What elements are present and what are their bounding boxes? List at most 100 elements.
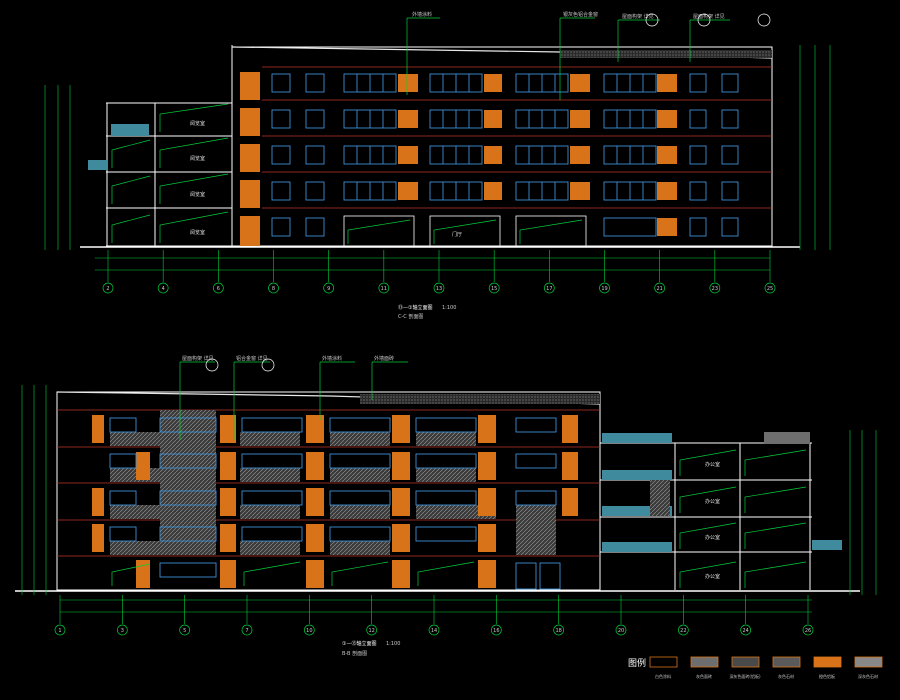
legend-label: 橙色铝板 [819, 673, 835, 679]
drawing-scale: 1:100 [442, 305, 456, 311]
axis-circle-icon [599, 282, 610, 294]
axis-circle-icon [490, 624, 502, 636]
top-floor-lines [262, 66, 772, 209]
legend-swatch [854, 656, 883, 668]
callout-text: 外墙涂料 [322, 355, 342, 362]
axis-circle-icon [654, 282, 666, 294]
legend-swatch [813, 656, 842, 668]
axis-label: 6 [217, 286, 220, 292]
room-label: 阅览室 [190, 155, 205, 162]
bottom-hatch-bands [110, 410, 556, 555]
axis-circle-icon [102, 282, 114, 294]
top-left-glass [111, 124, 149, 136]
room-label: 阅览室 [190, 229, 205, 236]
bottom-roof-parapet [360, 394, 600, 404]
legend-title: 图例 [628, 657, 646, 669]
detail-marker-icon [645, 13, 659, 27]
axis-circle-icon [764, 282, 776, 294]
drawing-title: ①—⑬轴立面图 [342, 640, 376, 647]
axis-circle-icon [553, 624, 565, 636]
room-label: 阅览室 [190, 191, 205, 198]
axis-circle-icon [303, 624, 315, 636]
axis-circle-icon [241, 624, 253, 636]
axis-label: 26 [805, 628, 811, 634]
drawing-title: ⑬—①轴立面图 [398, 304, 432, 311]
axis-label: 24 [742, 628, 748, 634]
axis-label: 25 [767, 286, 773, 292]
top-dimension-lines [44, 45, 831, 271]
axis-label: 2 [106, 286, 109, 292]
axis-label: 23 [712, 286, 718, 292]
axis-label: 5 [183, 628, 186, 634]
bottom-orange-panels [92, 415, 578, 588]
axis-circle-icon [488, 282, 500, 294]
axis-label: 16 [493, 628, 499, 634]
bottom-right-parapet [764, 432, 810, 444]
axis-circle-icon [615, 624, 627, 636]
axis-circle-icon [366, 624, 378, 636]
legend-label: 深灰色面砖(铝板) [729, 673, 761, 679]
axis-circle-icon [709, 282, 721, 294]
axis-circle-icon [802, 624, 814, 636]
callout-text: 铝合金窗 详见 [236, 355, 268, 362]
legend-swatch [690, 656, 719, 668]
top-roof-parapet [560, 50, 772, 58]
axis-circle-icon [268, 282, 279, 294]
axis-circle-icon [677, 624, 689, 636]
axis-label: 20 [618, 628, 624, 634]
axis-circle-icon [433, 282, 445, 294]
axis-circle-icon [323, 282, 335, 294]
legend-label: 灰色石材 [778, 673, 794, 679]
bottom-right-stairs [679, 449, 807, 588]
detail-marker-icon [757, 13, 771, 27]
legend-swatch [731, 656, 760, 668]
axis-label: 7 [245, 628, 248, 634]
detail-marker-icon [205, 358, 219, 372]
bottom-main-outline [56, 391, 601, 591]
room-label: 办公室 [705, 534, 720, 541]
bottom-right-glass [602, 433, 842, 552]
axis-label: 15 [491, 286, 497, 292]
axis-label: 1 [58, 628, 61, 634]
top-orange-panels [240, 72, 677, 246]
axis-label: 22 [680, 628, 686, 634]
bottom-windows [109, 417, 561, 590]
axis-label: 18 [555, 628, 561, 634]
axis-label: 3 [121, 628, 124, 634]
bottom-dimension-lines [21, 385, 877, 613]
callout-text: 外墙涂料 [412, 11, 432, 18]
axis-label: 4 [162, 286, 165, 292]
top-left-section [106, 45, 233, 247]
axis-circle-icon [543, 282, 555, 294]
drawing-subtitle: B-B 剖面图 [342, 650, 367, 657]
top-left-stairs [111, 103, 229, 243]
top-main-outline [231, 46, 773, 247]
drawing-scale: 1:100 [386, 641, 400, 647]
room-label: 阅览室 [190, 120, 205, 127]
axis-label: 13 [436, 286, 442, 292]
top-left-canopy [88, 160, 108, 170]
axis-label: 19 [601, 286, 607, 292]
room-label: 办公室 [705, 461, 720, 468]
axis-circle-icon [179, 624, 191, 636]
axis-label: 17 [546, 286, 552, 292]
axis-label: 14 [431, 628, 437, 634]
axis-circle-icon [740, 624, 752, 636]
callout-text: 屋面构架 详见 [182, 355, 214, 362]
room-label: 办公室 [705, 573, 720, 580]
callout-text: 外墙面砖 [374, 355, 394, 362]
axis-label: 9 [327, 286, 330, 292]
axis-circle-icon [212, 282, 224, 294]
ground-label: 门厅 [452, 231, 462, 238]
axis-label: 21 [656, 286, 662, 292]
drawing-subtitle: C-C 剖面图 [398, 313, 423, 320]
axis-circle-icon [378, 282, 390, 294]
axis-label: 8 [272, 286, 275, 292]
elevation-top: 阅览室 阅览室 阅览室 阅览室 [44, 11, 831, 320]
callout-text: 银灰色铝合金窗 [563, 11, 598, 18]
elevation-bottom: 办公室 办公室 办公室 办公室 屋面构架 详见 铝合金窗 详见 外墙涂料 外墙面… [15, 355, 877, 657]
axis-label: 10 [306, 628, 312, 634]
axis-circle-icon [54, 624, 66, 636]
